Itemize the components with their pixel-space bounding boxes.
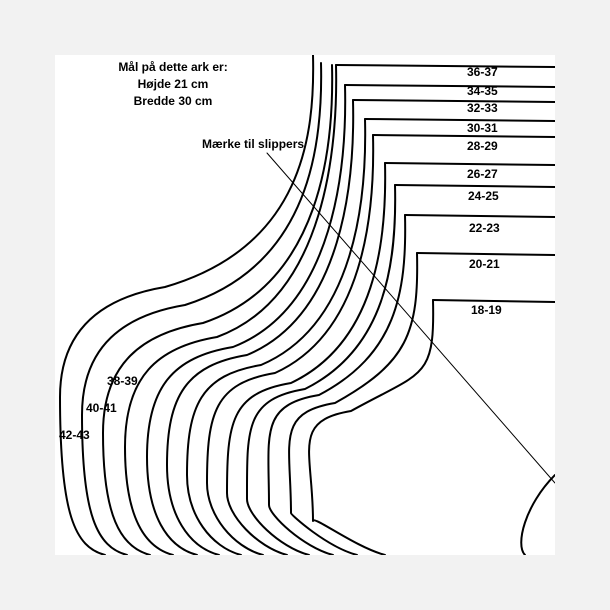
size-label-38-39: 38-39 xyxy=(107,374,138,388)
size-label-28-29: 28-29 xyxy=(467,139,498,153)
info-width: Bredde 30 cm xyxy=(133,94,213,108)
toe-outline xyxy=(520,474,555,555)
top-line-24-25 xyxy=(394,184,555,188)
size-label-30-31: 30-31 xyxy=(467,121,498,135)
size-label-20-21: 20-21 xyxy=(469,257,500,271)
size-label-40-41: 40-41 xyxy=(86,401,117,415)
size-label-34-35: 34-35 xyxy=(467,84,498,98)
sock-outline-18-19 xyxy=(308,299,435,555)
top-line-34-35 xyxy=(344,84,555,88)
top-line-22-23 xyxy=(404,214,555,218)
sock-outline-34-35 xyxy=(146,84,347,555)
top-line-26-27 xyxy=(384,162,555,166)
slipper-mark-label: Mærke til slippers xyxy=(202,137,305,151)
sock-outline-40-41 xyxy=(81,62,323,555)
sock-pattern-drawing xyxy=(59,55,555,555)
sock-outline-26-27 xyxy=(226,162,387,555)
sock-outline-22-23 xyxy=(267,214,407,555)
size-label-22-23: 22-23 xyxy=(469,221,500,235)
sock-outline-36-37 xyxy=(124,64,338,555)
top-line-28-29 xyxy=(372,134,555,138)
top-line-18-19 xyxy=(432,299,555,303)
sock-outline-42-43 xyxy=(59,55,315,555)
info-title: Mål på dette ark er: xyxy=(118,60,228,74)
measurement-info: Mål på dette ark er: Højde 21 cm Bredde … xyxy=(113,59,233,110)
sock-outline-30-31 xyxy=(186,118,367,555)
top-line-32-33 xyxy=(352,99,555,103)
size-label-36-37: 36-37 xyxy=(467,65,498,79)
sock-outline-24-25 xyxy=(245,184,397,555)
size-label-32-33: 32-33 xyxy=(467,101,498,115)
size-label-42-43: 42-43 xyxy=(59,428,90,442)
sock-outline-32-33 xyxy=(166,99,355,555)
sock-outline-38-39 xyxy=(102,64,334,555)
sock-outline-20-21 xyxy=(288,252,419,555)
top-line-20-21 xyxy=(416,252,555,256)
slipper-marker-line xyxy=(266,152,555,484)
top-line-30-31 xyxy=(364,118,555,122)
size-label-18-19: 18-19 xyxy=(471,303,502,317)
pattern-sheet: Mål på dette ark er: Højde 21 cm Bredde … xyxy=(55,55,555,555)
info-height: Højde 21 cm xyxy=(137,77,209,91)
size-label-26-27: 26-27 xyxy=(467,167,498,181)
top-line-36-37 xyxy=(335,64,555,68)
size-label-24-25: 24-25 xyxy=(468,189,499,203)
sock-outline-28-29 xyxy=(206,134,375,555)
